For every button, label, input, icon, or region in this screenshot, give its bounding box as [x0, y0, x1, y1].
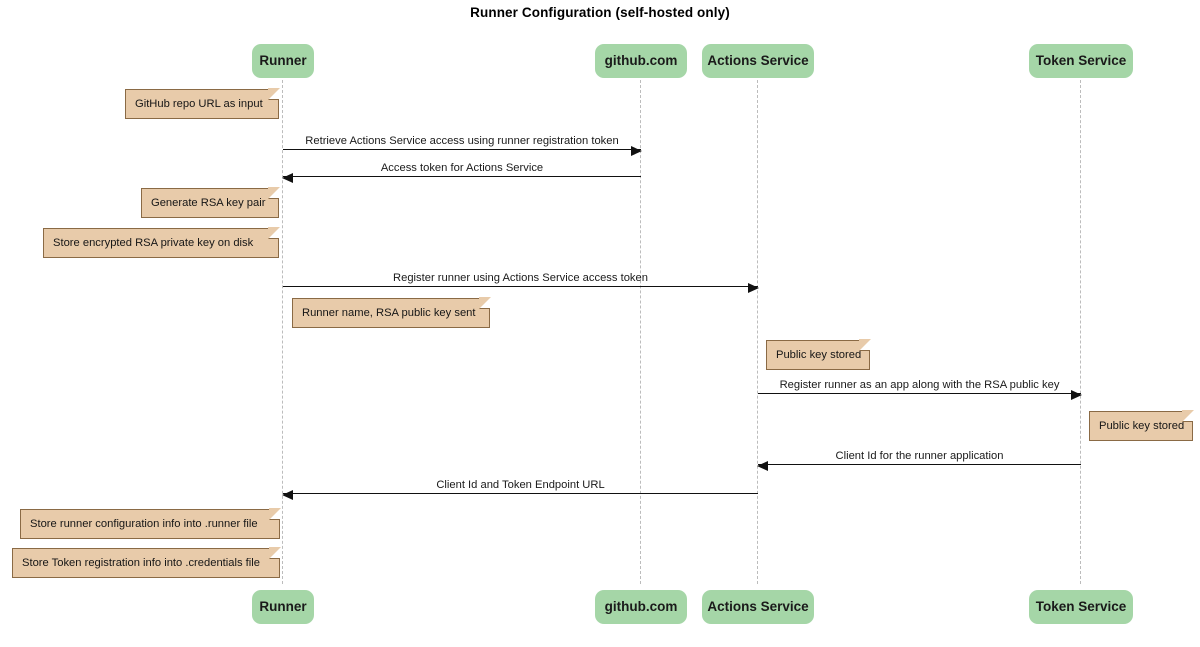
- message-line: [283, 149, 641, 150]
- note-n2[interactable]: Generate RSA key pair: [141, 187, 280, 218]
- message-line: [758, 464, 1081, 465]
- message-m4[interactable]: Register runner as an app along with the…: [758, 372, 1082, 400]
- message-m3[interactable]: Register runner using Actions Service ac…: [283, 265, 759, 293]
- participant-label: github.com: [604, 599, 678, 615]
- arrowhead-right-icon: [631, 145, 642, 156]
- note-fold-corner-icon: [269, 547, 281, 559]
- note-text: Generate RSA key pair: [151, 196, 266, 209]
- participant-top-runner[interactable]: Runner: [252, 44, 314, 78]
- participant-bottom-runner[interactable]: Runner: [252, 590, 314, 624]
- note-text: Public key stored: [776, 348, 862, 361]
- arrowhead-left-icon: [757, 460, 768, 471]
- arrowhead-left-icon: [282, 172, 293, 183]
- participant-label: Actions Service: [707, 599, 809, 615]
- participant-label: Token Service: [1035, 53, 1127, 69]
- note-fold-corner-icon: [268, 187, 280, 199]
- note-n7[interactable]: Store runner configuration info into .ru…: [20, 508, 281, 539]
- arrowhead-right-icon: [748, 282, 759, 293]
- message-line: [758, 393, 1081, 394]
- note-n6[interactable]: Public key stored: [1089, 410, 1194, 441]
- participant-bottom-token[interactable]: Token Service: [1029, 590, 1133, 624]
- lifeline-actions: [757, 80, 759, 584]
- message-label: Client Id for the runner application: [835, 449, 1004, 462]
- message-label: Access token for Actions Service: [380, 161, 544, 174]
- message-m2[interactable]: Access token for Actions Service: [282, 155, 641, 183]
- note-text: Store runner configuration info into .ru…: [30, 517, 258, 530]
- note-text: Store encrypted RSA private key on disk: [53, 236, 254, 249]
- lifeline-token: [1080, 80, 1082, 584]
- message-label: Register runner using Actions Service ac…: [393, 271, 648, 284]
- page-title: Runner Configuration (self-hosted only): [470, 5, 730, 20]
- note-text: Runner name, RSA public key sent: [302, 306, 476, 319]
- note-fold-corner-icon: [269, 508, 281, 520]
- note-text: GitHub repo URL as input: [135, 97, 263, 110]
- participant-label: Token Service: [1035, 599, 1127, 615]
- participant-label: github.com: [604, 53, 678, 69]
- message-line: [283, 493, 758, 494]
- lifeline-runner: [282, 80, 284, 584]
- arrowhead-right-icon: [1071, 389, 1082, 400]
- note-fold-corner-icon: [859, 339, 871, 351]
- arrowhead-left-icon: [282, 489, 293, 500]
- lifeline-github: [640, 80, 642, 584]
- participant-label: Runner: [259, 53, 307, 69]
- note-n5[interactable]: Public key stored: [766, 339, 871, 370]
- message-m6[interactable]: Client Id and Token Endpoint URL: [282, 472, 758, 500]
- note-fold-corner-icon: [268, 227, 280, 239]
- note-n1[interactable]: GitHub repo URL as input: [125, 88, 280, 119]
- note-n3[interactable]: Store encrypted RSA private key on disk: [43, 227, 280, 258]
- note-fold-corner-icon: [268, 88, 280, 100]
- note-fold-corner-icon: [479, 297, 491, 309]
- note-n8[interactable]: Store Token registration info into .cred…: [12, 547, 281, 578]
- participant-top-actions[interactable]: Actions Service: [702, 44, 814, 78]
- message-label: Retrieve Actions Service access using ru…: [305, 134, 619, 147]
- message-m5[interactable]: Client Id for the runner application: [757, 443, 1081, 471]
- note-n4[interactable]: Runner name, RSA public key sent: [292, 297, 491, 328]
- participant-top-github[interactable]: github.com: [595, 44, 687, 78]
- note-fold-corner-icon: [1182, 410, 1194, 422]
- message-m1[interactable]: Retrieve Actions Service access using ru…: [283, 128, 642, 156]
- participant-bottom-actions[interactable]: Actions Service: [702, 590, 814, 624]
- message-label: Register runner as an app along with the…: [779, 378, 1060, 391]
- note-text: Store Token registration info into .cred…: [22, 556, 260, 569]
- participant-label: Runner: [259, 599, 307, 615]
- message-line: [283, 176, 641, 177]
- message-label: Client Id and Token Endpoint URL: [436, 478, 605, 491]
- participant-label: Actions Service: [707, 53, 809, 69]
- participant-bottom-github[interactable]: github.com: [595, 590, 687, 624]
- message-line: [283, 286, 758, 287]
- note-text: Public key stored: [1099, 419, 1185, 432]
- participant-top-token[interactable]: Token Service: [1029, 44, 1133, 78]
